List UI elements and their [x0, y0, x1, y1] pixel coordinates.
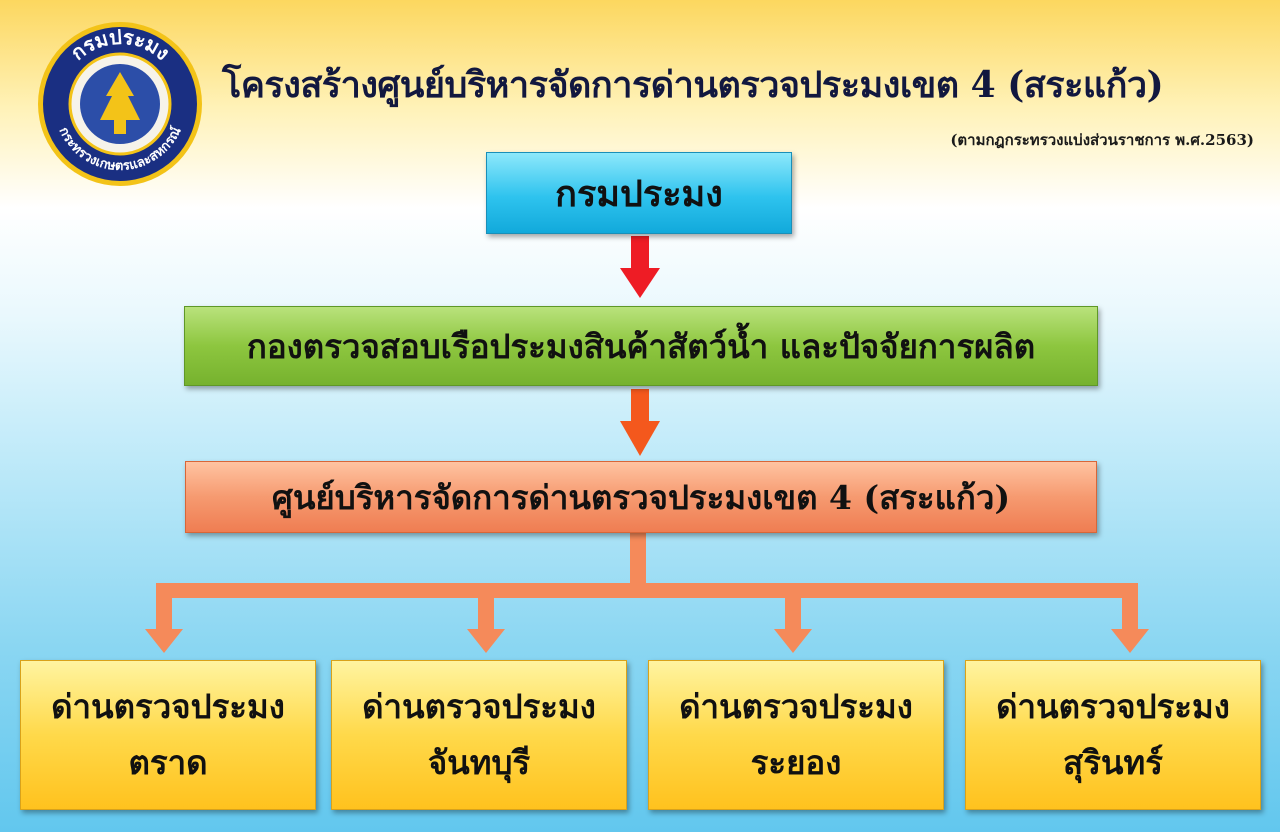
- arrow-division-to-center: [620, 389, 660, 456]
- checkpoint-label-line2: จันทบุรี: [427, 743, 531, 782]
- branch-connector: [145, 533, 1149, 653]
- department-box: กรมประมง: [486, 152, 792, 234]
- checkpoint-label-line1: ด่านตรวจประมง: [51, 687, 285, 726]
- checkpoint-label-line2: ตราด: [128, 743, 208, 782]
- page-title: โครงสร้างศูนย์บริหารจัดการด่านตรวจประมงเ…: [222, 64, 1164, 106]
- division-label: กองตรวจสอบเรือประมงสินค้าสัตว์น้ำ และปัจ…: [246, 326, 1036, 366]
- checkpoint-label-line2: สุรินทร์: [1063, 743, 1163, 782]
- arrow-dept-to-division: [620, 236, 660, 298]
- center-box: ศูนย์บริหารจัดการด่านตรวจประมงเขต 4 (สระ…: [185, 461, 1097, 533]
- checkpoint-label-line1: ด่านตรวจประมง: [996, 687, 1230, 726]
- checkpoint-label-line1: ด่านตรวจประมง: [362, 687, 596, 726]
- checkpoint-box-trat: ด่านตรวจประมง ตราด: [20, 660, 316, 810]
- checkpoint-label-line2: ระยอง: [750, 743, 842, 782]
- checkpoint-box-rayong: ด่านตรวจประมง ระยอง: [648, 660, 944, 810]
- checkpoint-box-surin: ด่านตรวจประมง สุรินทร์: [965, 660, 1261, 810]
- checkpoint-label-line1: ด่านตรวจประมง: [679, 687, 913, 726]
- department-label: กรมประมง: [555, 172, 723, 215]
- department-logo: กรมประมง กระทรวงเกษตรและสหกรณ์: [38, 22, 202, 186]
- center-label: ศูนย์บริหารจัดการด่านตรวจประมงเขต 4 (สระ…: [271, 477, 1011, 517]
- page-subtitle: (ตามกฎกระทรวงแบ่งส่วนราชการ พ.ศ.2563): [950, 131, 1254, 149]
- division-box: กองตรวจสอบเรือประมงสินค้าสัตว์น้ำ และปัจ…: [184, 306, 1098, 386]
- checkpoint-box-chanthaburi: ด่านตรวจประมง จันทบุรี: [331, 660, 627, 810]
